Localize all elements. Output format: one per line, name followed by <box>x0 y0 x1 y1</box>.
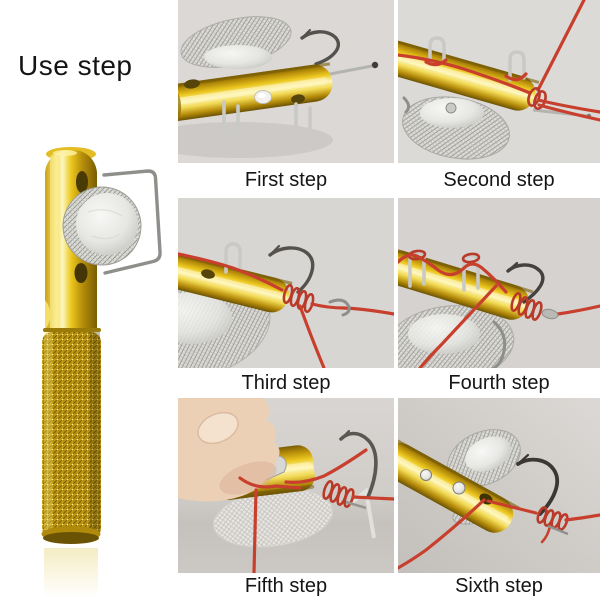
wire-prong <box>428 36 446 66</box>
thumbnail <box>197 411 239 445</box>
wire-bail <box>491 320 507 368</box>
step-6-photo <box>398 398 600 573</box>
push-button <box>254 90 272 104</box>
bail-tip <box>402 96 411 114</box>
fishing-line <box>178 252 394 368</box>
step-2: Second step <box>398 0 600 198</box>
gold-barrel <box>398 436 520 533</box>
page-title: Use step <box>18 50 133 81</box>
fishing-hook-icon <box>506 261 545 304</box>
wire-prong <box>294 102 312 136</box>
tool-notch <box>45 300 51 330</box>
fishing-line <box>398 498 538 570</box>
fishing-line <box>398 0 600 122</box>
wire-prong <box>222 100 240 134</box>
tool-photo <box>41 147 162 598</box>
step-3: Third step <box>178 198 394 398</box>
step-5: Fifth step <box>178 398 394 600</box>
fishing-hook-icon <box>300 28 341 66</box>
step-3-label: Third step <box>178 368 394 398</box>
wire-prong <box>508 50 526 82</box>
wire-prong <box>224 242 242 274</box>
fishing-hook-icon <box>516 453 560 516</box>
knot-coil <box>536 506 600 544</box>
step-1-photo <box>178 0 394 163</box>
step-4-photo <box>398 198 600 368</box>
step-2-label: Second step <box>398 163 600 198</box>
step-1: First step <box>178 0 394 198</box>
step-4: Fourth step <box>398 198 600 398</box>
hook-eye-bead <box>541 308 559 320</box>
plastic-stand <box>348 487 376 539</box>
step-6-label: Sixth step <box>398 573 600 600</box>
tool-reflection <box>44 548 98 598</box>
step-1-label: First step <box>178 163 394 198</box>
fishing-line <box>238 448 394 573</box>
fishing-hook-icon <box>268 244 315 294</box>
step-5-photo <box>178 398 394 573</box>
tool-knurled-grip <box>41 332 101 544</box>
step-3-photo <box>178 198 394 368</box>
step-2-photo <box>398 0 600 163</box>
tool-knob-disc <box>62 186 142 266</box>
step-4-label: Fourth step <box>398 368 600 398</box>
barrel-stud <box>452 481 466 495</box>
hook-clip <box>328 298 351 317</box>
fishing-hook-icon <box>339 429 378 499</box>
tool-line-slot <box>74 263 88 283</box>
tag-end-wire <box>345 500 367 510</box>
step-5-label: Fifth step <box>178 573 394 600</box>
hand <box>178 398 280 502</box>
needle-pin <box>329 61 379 76</box>
fishing-line <box>398 249 600 368</box>
tool-wire-bail <box>102 169 162 275</box>
step-6: Sixth step <box>398 398 600 600</box>
tag-end-wire <box>547 524 569 536</box>
barrel-stud <box>420 469 432 481</box>
